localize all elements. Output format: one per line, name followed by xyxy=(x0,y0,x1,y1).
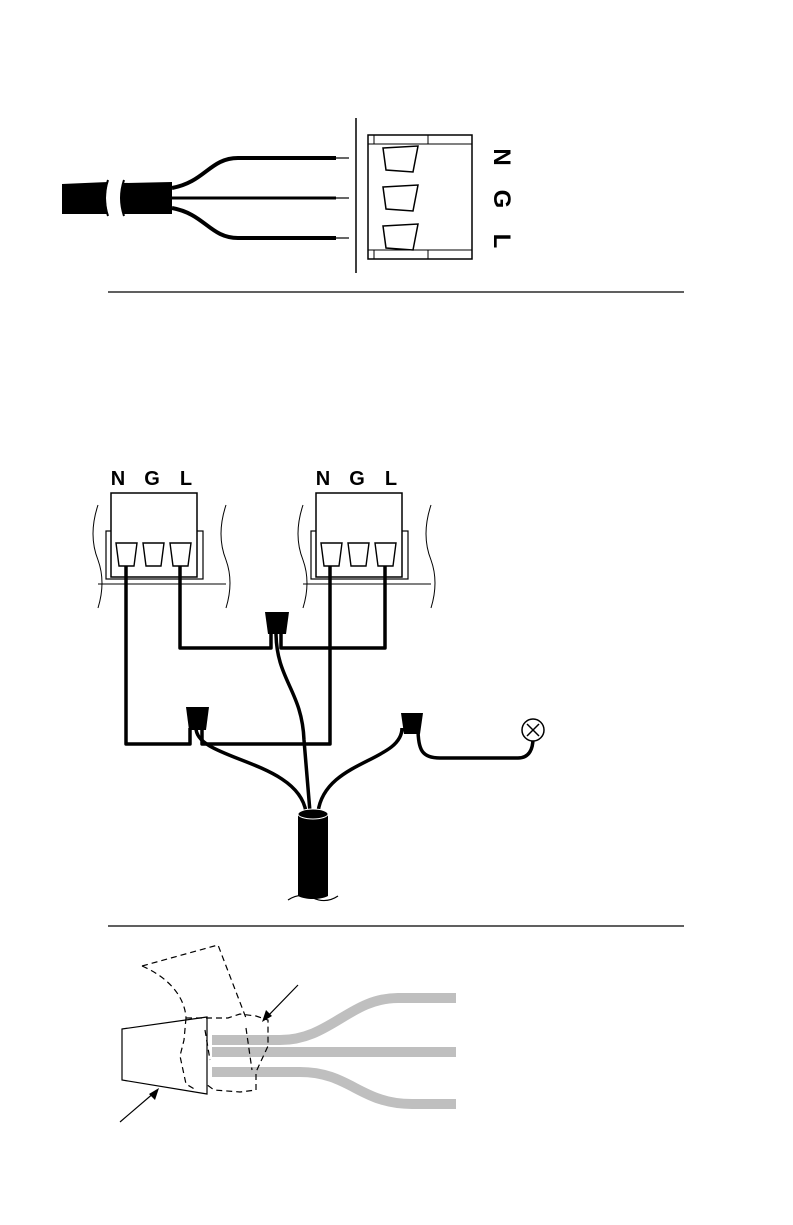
terminal-block xyxy=(368,135,472,259)
terminal-block-right xyxy=(298,493,435,608)
wire-nut-neutral xyxy=(186,707,209,730)
wire-nut-ground xyxy=(401,713,423,734)
wire-supply-l xyxy=(276,632,310,812)
wire-right-n xyxy=(202,566,330,744)
wire-nut-line xyxy=(265,612,289,634)
terminal-slot-l xyxy=(383,224,418,250)
cable-jacket xyxy=(122,182,173,214)
wire-ground-screw xyxy=(418,728,533,758)
terminal-slot-g xyxy=(383,185,418,211)
left-label-l: L xyxy=(180,468,192,490)
supply-cable xyxy=(298,810,328,900)
right-label-l: L xyxy=(385,468,397,490)
right-label-n: N xyxy=(316,468,330,490)
ground-screw-icon xyxy=(522,719,544,741)
top-panel: N G L xyxy=(62,118,515,273)
terminal-label-l: L xyxy=(488,234,515,249)
wire-nut-outline xyxy=(122,1017,207,1094)
terminal-label-g: G xyxy=(488,190,515,209)
terminal-slot-n xyxy=(383,146,418,172)
gray-wire-bottom xyxy=(212,1072,456,1104)
bottom-panel xyxy=(120,945,456,1122)
terminal-label-n: N xyxy=(488,148,515,165)
gray-wires xyxy=(212,998,456,1104)
wire-line xyxy=(172,208,336,238)
pointer-arrow-upper xyxy=(262,985,298,1022)
supply-cable-end xyxy=(298,809,328,819)
cable-break-mark xyxy=(105,180,108,216)
middle-panel: N G L N G L xyxy=(93,468,544,901)
cable-end-piece xyxy=(62,182,108,214)
terminal-block-left xyxy=(93,493,230,608)
wire-supply-n xyxy=(196,728,306,812)
left-label-g: G xyxy=(144,468,160,490)
pointer-arrow-lower xyxy=(120,1088,159,1122)
middle-wires xyxy=(126,566,533,812)
right-label-g: G xyxy=(349,468,365,490)
gray-wire-top xyxy=(212,998,456,1040)
wire-neutral xyxy=(172,158,336,188)
left-label-n: N xyxy=(111,468,125,490)
